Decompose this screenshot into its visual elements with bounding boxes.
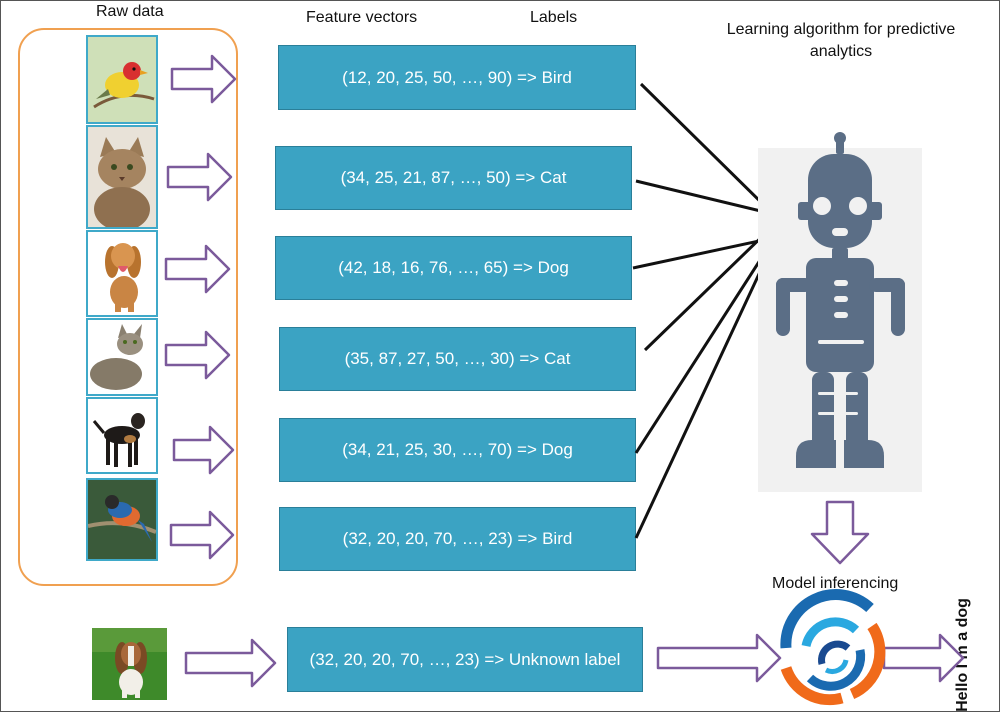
feature-vector-3: (42, 18, 16, 76, …, 65) => Dog xyxy=(275,236,632,300)
feature-vector-5: (34, 21, 25, 30, …, 70) => Dog xyxy=(279,418,636,482)
feature-vectors-header: Feature vectors xyxy=(306,9,418,26)
robot-icon xyxy=(758,132,922,492)
connector-arrow-4 xyxy=(643,224,775,352)
cat-icon xyxy=(88,127,156,227)
dog-image-2 xyxy=(86,397,158,474)
query-dog-image xyxy=(92,628,167,700)
inference-feature-vector: (32, 20, 20, 70, …, 23) => Unknown label xyxy=(287,627,643,692)
connector-arrow-1 xyxy=(639,82,775,216)
connector-arrow-5 xyxy=(634,238,775,454)
hollow-arrow-3 xyxy=(164,244,231,294)
bird-icon xyxy=(88,37,156,122)
bird-image-1 xyxy=(86,35,158,124)
cat-icon xyxy=(88,320,156,394)
hollow-arrow-8 xyxy=(656,633,782,683)
bird-image-2 xyxy=(86,478,158,561)
hollow-arrow-1 xyxy=(170,54,237,104)
dog-icon xyxy=(88,232,156,315)
hollow-arrow-6 xyxy=(169,510,235,560)
hollow-arrow-9 xyxy=(882,633,965,683)
algorithm-header: Learning algorithm for predictive analyt… xyxy=(726,21,956,60)
raw-data-header: Raw data xyxy=(96,3,164,20)
dog-icon xyxy=(92,628,167,700)
connector-arrow-6 xyxy=(634,242,775,539)
inference-engine-icon xyxy=(780,589,886,706)
hollow-arrow-7 xyxy=(184,638,277,688)
dog-icon xyxy=(88,399,156,472)
dog-image-1 xyxy=(86,230,158,317)
feature-vector-2: (34, 25, 21, 87, …, 50) => Cat xyxy=(275,146,632,210)
feature-vector-6: (32, 20, 20, 70, …, 23) => Bird xyxy=(279,507,636,571)
feature-vector-1: (12, 20, 25, 50, …, 90) => Bird xyxy=(278,45,636,110)
labels-header: Labels xyxy=(530,9,578,26)
hollow-arrow-5 xyxy=(172,425,235,475)
cat-image-2 xyxy=(86,318,158,396)
bird-icon xyxy=(88,480,156,559)
connector-arrow-3 xyxy=(632,234,775,270)
raw-data-group xyxy=(18,28,238,586)
hollow-arrow-4 xyxy=(164,330,231,380)
cat-image-1 xyxy=(86,125,158,229)
hollow-arrow-2 xyxy=(166,152,233,202)
hollow-down-arrow xyxy=(810,500,870,565)
model-inferencing-label: Model inferencing xyxy=(772,575,899,592)
feature-vector-4: (35, 87, 27, 50, …, 30) => Cat xyxy=(279,327,636,391)
connector-arrow-2 xyxy=(635,179,775,217)
